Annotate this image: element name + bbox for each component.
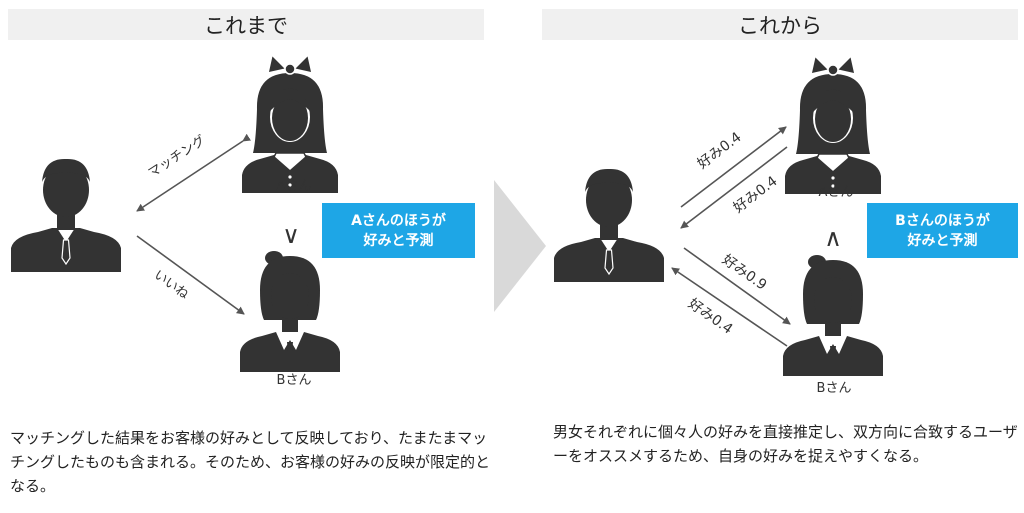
woman-a-icon (241, 54, 339, 194)
header-before: これまで (8, 9, 484, 40)
header-after: これから (542, 9, 1018, 40)
callout-after-line2: 好みと予測 (907, 232, 978, 249)
person-b-label: Bさん (277, 373, 312, 388)
woman-b-icon (240, 251, 340, 372)
person-a-label: Aさん (277, 179, 312, 194)
man-icon (10, 158, 122, 273)
like-arrow (136, 235, 245, 315)
comparison-symbol-after: ∧ (824, 224, 842, 252)
callout-after-line1: Bさんのほうが (895, 212, 990, 229)
woman-a-icon-after (784, 55, 882, 195)
man-icon-after (553, 168, 665, 283)
callout-before-line1: Aさんのほうが (351, 212, 446, 229)
transition-chevron (494, 180, 546, 312)
arrow-from-a (680, 146, 788, 229)
header-before-label: これまで (204, 13, 288, 38)
like-label: いいね (151, 268, 191, 303)
prediction-callout-before: Aさんのほうが 好みと予測 (322, 203, 475, 258)
arrow-to-b-label: 好み0.9 (719, 252, 769, 294)
person-b-label-after: Bさん (817, 381, 852, 396)
arrow-from-a-label: 好み0.4 (731, 173, 781, 216)
callout-before-line2: 好みと予測 (363, 232, 434, 249)
matching-arrow (136, 133, 252, 212)
comparison-symbol-before: ∨ (282, 221, 300, 249)
header-after-label: これから (738, 13, 822, 38)
prediction-callout-after: Bさんのほうが 好みと予測 (867, 203, 1018, 258)
arrow-to-a (680, 126, 787, 208)
description-before: マッチングした結果をお客様の好みとして反映しており、たまたまマッチングしたものも… (10, 429, 491, 495)
arrow-from-b (671, 267, 788, 347)
description-after: 男女それぞれに個々人の好みを直接推定し、双方向に合致するユーザーをオススメするた… (553, 423, 1018, 465)
arrow-to-a-label: 好み0.4 (695, 129, 745, 172)
arrow-from-b-label: 好み0.4 (685, 296, 735, 338)
arrow-to-b (683, 247, 791, 325)
woman-b-icon-after (783, 255, 883, 376)
person-a-label-after: Aさん (819, 185, 854, 200)
matching-label: マッチング (146, 133, 209, 181)
